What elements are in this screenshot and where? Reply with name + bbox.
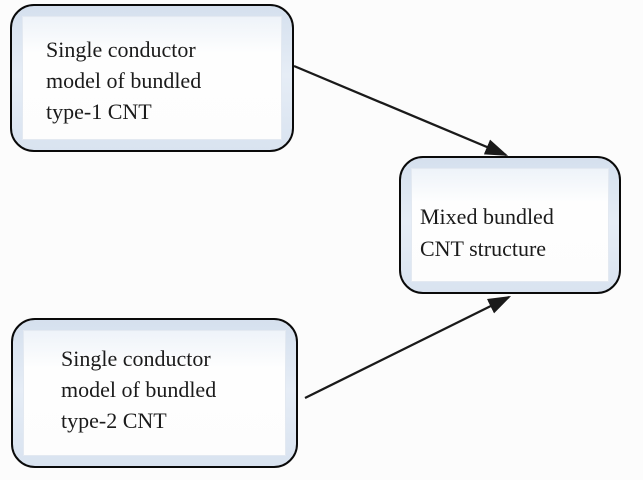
node-type1-label: Single conductor model of bundled type-1… [23,17,281,127]
label-line: model of bundled [61,377,217,402]
label-line: type-1 CNT [46,99,152,124]
arrow-type1-to-mixed [293,64,509,157]
node-type2-cnt: Single conductor model of bundled type-2… [11,318,298,468]
label-line: Mixed bundled [420,204,554,229]
node-mixed-label: Mixed bundled CNT structure [412,169,608,265]
node-type2-panel: Single conductor model of bundled type-2… [23,330,286,456]
node-type1-panel: Single conductor model of bundled type-1… [22,16,282,140]
arrow-type2-to-mixed [304,295,512,400]
label-line: CNT structure [420,236,547,261]
label-line: Single conductor [61,346,211,371]
label-line: model of bundled [46,68,202,93]
node-mixed-panel: Mixed bundled CNT structure [411,168,609,282]
label-line: type-2 CNT [61,408,167,433]
node-mixed-cnt: Mixed bundled CNT structure [399,156,621,294]
node-type1-cnt: Single conductor model of bundled type-1… [10,4,294,152]
label-line: Single conductor [46,37,196,62]
node-type2-label: Single conductor model of bundled type-2… [24,331,285,436]
